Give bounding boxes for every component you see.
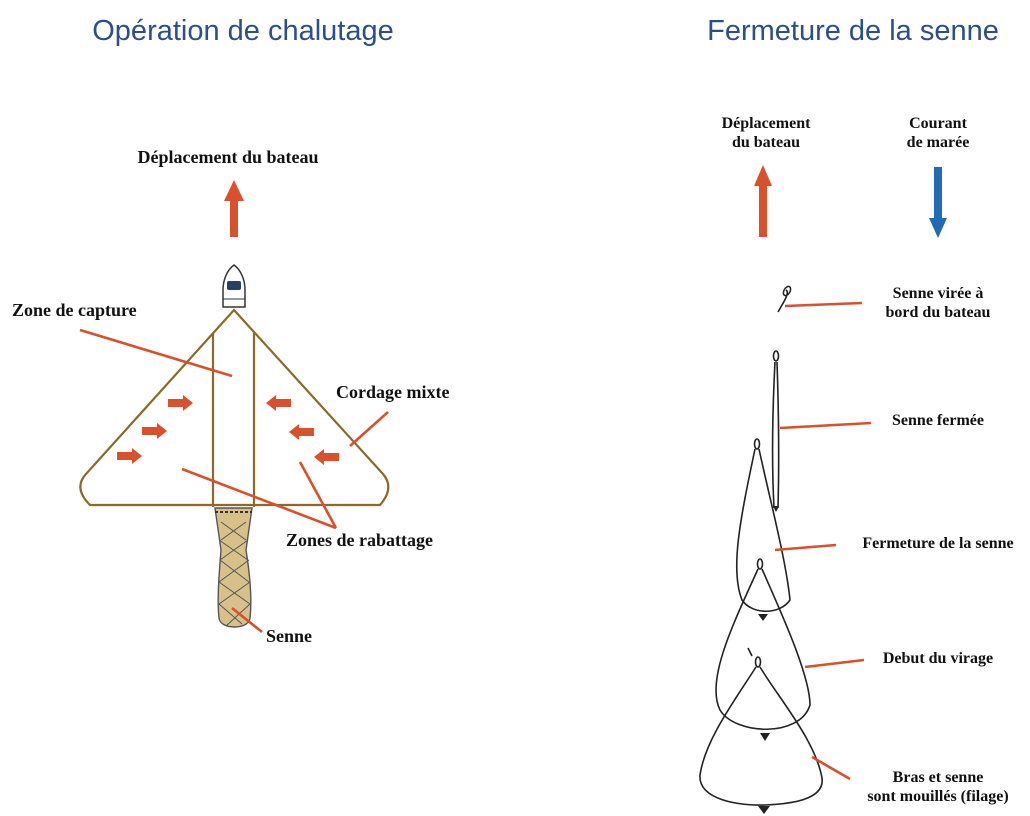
seine-leader bbox=[231, 606, 263, 634]
herding-arrow bbox=[314, 449, 339, 465]
stage-start-haul-leader bbox=[804, 658, 865, 669]
tidal-current-arrow bbox=[929, 167, 947, 238]
boat-icon bbox=[222, 264, 246, 308]
net-triangle bbox=[79, 308, 390, 507]
capture-zone-label: Zone de capture bbox=[12, 300, 137, 320]
boat-direction-label-right-2: du bateau bbox=[732, 134, 800, 151]
mixed-rope-label: Cordage mixte bbox=[336, 382, 449, 402]
boat-direction-label: Déplacement du bateau bbox=[138, 147, 319, 167]
herding-zones-label: Zones de rabattage bbox=[286, 530, 433, 550]
boat-direction-arrow bbox=[224, 180, 244, 237]
stage-setting-leader bbox=[811, 755, 851, 781]
tidal-current-label: Courant bbox=[909, 115, 967, 132]
seine-stage-start-haul bbox=[715, 558, 811, 741]
stage-hauled-label-2: bord du bateau bbox=[886, 304, 991, 321]
herding-arrow bbox=[266, 395, 291, 411]
stage-setting-label-2: sont mouillés (filage) bbox=[867, 788, 1008, 805]
mixed-rope-leader bbox=[349, 411, 389, 447]
stage-closed-leader bbox=[779, 421, 872, 430]
herding-zones-leader-1 bbox=[181, 467, 337, 530]
herding-arrow bbox=[117, 448, 142, 464]
seine-stage-setting bbox=[699, 647, 823, 814]
left-title: Opération de chalutage bbox=[92, 15, 394, 47]
herding-zones-leader-2 bbox=[298, 461, 338, 529]
tidal-current-label-2: de marée bbox=[907, 134, 970, 151]
stage-hauled-label: Senne virée à bbox=[893, 285, 984, 302]
right-title: Fermeture de la senne bbox=[707, 15, 999, 47]
stage-closing-label: Fermeture de la senne bbox=[862, 535, 1013, 552]
right-panel: Fermeture de la senne Déplacement du bat… bbox=[699, 15, 1014, 814]
herding-arrow bbox=[289, 424, 314, 440]
herding-arrow bbox=[142, 423, 167, 439]
capture-zone-leader bbox=[79, 328, 233, 378]
stage-hauled-leader bbox=[784, 301, 863, 308]
herding-arrow bbox=[168, 395, 193, 411]
seine-label: Senne bbox=[266, 626, 312, 646]
stage-start-haul-label: Debut du virage bbox=[883, 650, 993, 667]
boat-direction-label-right: Déplacement bbox=[722, 115, 812, 132]
seine-bag bbox=[214, 507, 253, 628]
seine-stage-closed bbox=[771, 350, 780, 512]
left-panel: Opération de chalutage Déplacement du ba… bbox=[12, 15, 449, 646]
stage-closed-label: Senne fermée bbox=[892, 412, 984, 429]
seine-stage-closing bbox=[735, 438, 791, 621]
stage-setting-label: Bras et senne bbox=[893, 769, 984, 786]
stage-closing-leader bbox=[774, 543, 837, 552]
boat-direction-arrow-right bbox=[754, 165, 772, 237]
